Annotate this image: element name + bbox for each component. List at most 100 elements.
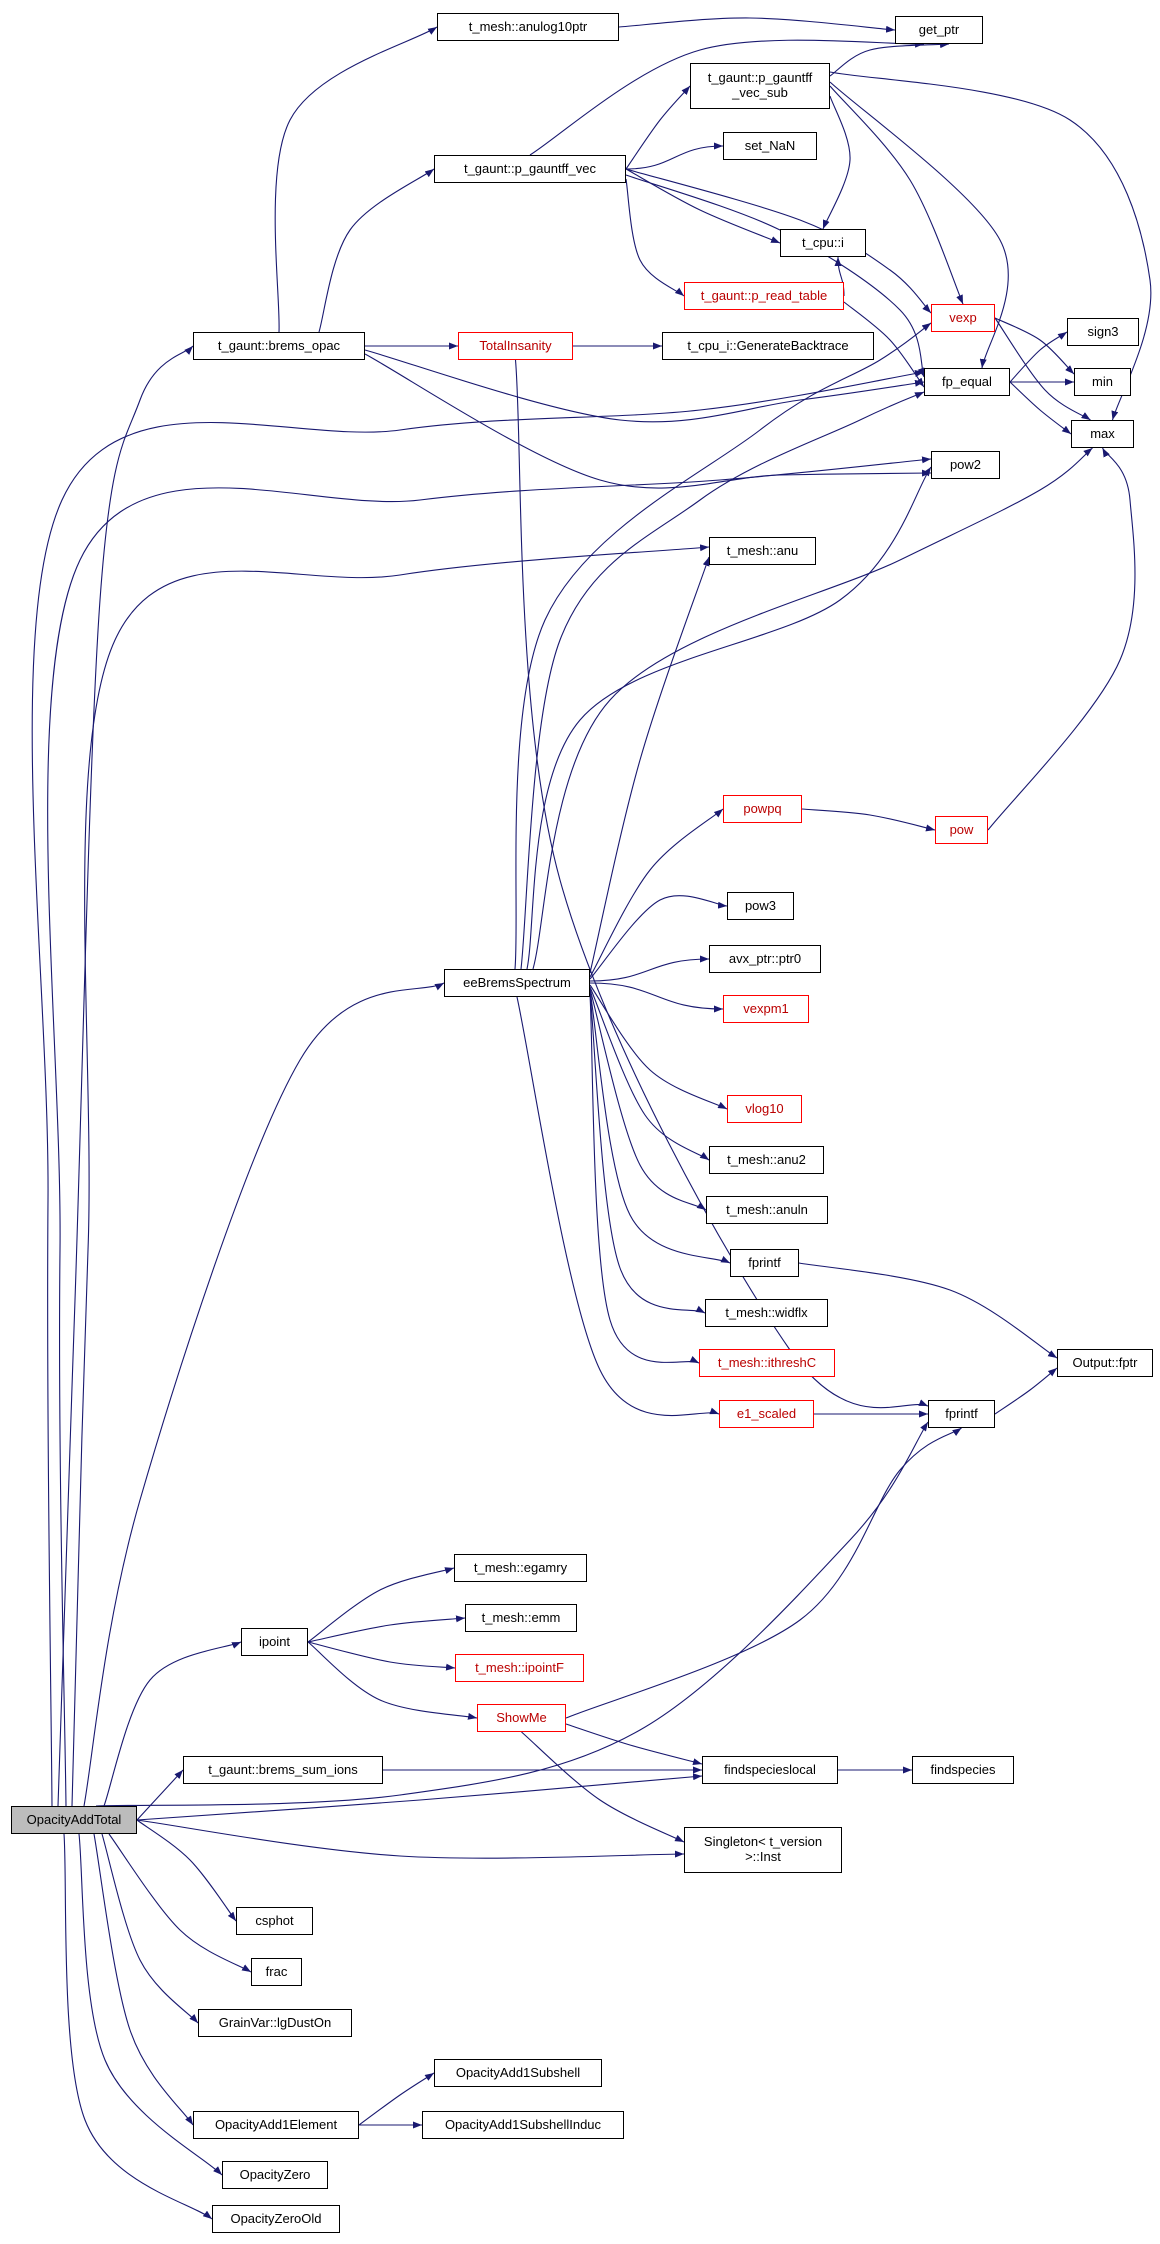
node-pow3[interactable]: pow3 [727,892,794,920]
node-widflx[interactable]: t_mesh::widflx [705,1299,828,1327]
node-opacity-add-total[interactable]: OpacityAddTotal [11,1806,137,1834]
node-opacity-zero-old[interactable]: OpacityZeroOld [212,2205,340,2233]
edge-opacity-add-total-to-frac [108,1833,252,1973]
edge-ipoint-to-show-me [307,1641,478,1720]
edge-opacity-add1-element-to-opacity-add1-subshell [358,2072,435,2126]
node-total-insanity[interactable]: TotalInsanity [458,332,573,360]
node-pow[interactable]: pow [935,816,988,844]
edge-p-gauntff-vec-sub-to-fp-equal [829,81,1009,369]
node-fp-equal[interactable]: fp_equal [924,368,1010,396]
edge-opacity-add-total-to-anu [71,544,710,1807]
edge-ee-brems-spectrum-to-fprintf-1 [589,990,731,1264]
node-fprintf-2[interactable]: fprintf [928,1400,995,1428]
node-anuln[interactable]: t_mesh::anuln [706,1196,828,1224]
node-brems-opac[interactable]: t_gaunt::brems_opac [193,332,365,360]
edge-ee-brems-spectrum-to-pow2 [526,466,932,970]
edge-opacity-add-total-to-csphot [136,1819,237,1922]
node-findspecies[interactable]: findspecies [912,1756,1014,1784]
edge-opacity-add-total-to-brems-sum-ions [136,1769,184,1821]
edge-p-gauntff-vec-to-p-read-table [625,178,685,297]
node-vexpm1[interactable]: vexpm1 [723,995,809,1023]
edge-fp-equal-to-max [1009,381,1072,435]
edge-opacity-add-total-to-fp-equal [31,370,925,1807]
node-opacity-add1-subshell[interactable]: OpacityAdd1Subshell [434,2059,602,2087]
edge-pow-to-max [987,447,1136,831]
node-set-nan[interactable]: set_NaN [723,132,817,160]
node-t-cpu-i[interactable]: t_cpu::i [780,229,866,257]
edge-opacity-add-total-to-ipoint [103,1641,242,1807]
edge-opacity-add-total-to-lg-dust-on [101,1833,199,2024]
node-show-me[interactable]: ShowMe [477,1704,566,1732]
node-p-gauntff-vec[interactable]: t_gaunt::p_gauntff_vec [434,155,626,183]
node-anu2[interactable]: t_mesh::anu2 [709,1146,824,1174]
node-emm[interactable]: t_mesh::emm [465,1604,577,1632]
edge-ee-brems-spectrum-to-anu2 [589,986,710,1161]
edge-ipoint-to-ipoint-f [307,1641,456,1671]
edge-p-gauntff-vec-to-set-nan [625,142,724,170]
edge-fprintf-2-to-output-fptr [994,1367,1058,1415]
node-egamry[interactable]: t_mesh::egamry [454,1554,587,1582]
node-opacity-add1-subshell-induc[interactable]: OpacityAdd1SubshellInduc [422,2111,624,2139]
node-min[interactable]: min [1074,368,1131,396]
edge-ee-brems-spectrum-to-anuln [589,988,707,1211]
node-brems-sum-ions[interactable]: t_gaunt::brems_sum_ions [183,1756,383,1784]
node-p-gauntff-vec-sub[interactable]: t_gaunt::p_gauntff _vec_sub [690,63,830,109]
node-vlog10[interactable]: vlog10 [727,1095,802,1123]
node-lg-dust-on[interactable]: GrainVar::lgDustOn [198,2009,352,2037]
node-fprintf-1[interactable]: fprintf [730,1249,799,1277]
node-p-read-table[interactable]: t_gaunt::p_read_table [684,282,844,310]
edge-ipoint-to-egamry [307,1567,455,1643]
edge-opacity-add-total-to-singleton-inst [136,1819,685,1859]
edge-brems-opac-to-p-gauntff-vec [318,168,435,333]
edge-vexp-to-max [994,317,1091,421]
edge-p-gauntff-vec-to-t-cpu-i [625,168,781,244]
node-e1-scaled[interactable]: e1_scaled [719,1400,814,1428]
node-generate-backtrace[interactable]: t_cpu_i::GenerateBacktrace [662,332,874,360]
edge-total-insanity-to-fprintf-2 [514,359,929,1409]
node-pow2[interactable]: pow2 [931,451,1000,479]
node-vexp[interactable]: vexp [931,304,995,332]
node-ipoint[interactable]: ipoint [241,1628,308,1656]
edge-show-me-to-fprintf-2 [565,1427,962,1719]
node-findspecieslocal[interactable]: findspecieslocal [702,1756,838,1784]
node-output-fptr[interactable]: Output::fptr [1057,1349,1153,1377]
edge-vexp-to-min [994,317,1075,375]
edge-p-gauntff-vec-to-get-ptr [529,39,925,156]
edge-opacity-add-total-to-opacity-zero [78,1833,223,2176]
edge-opacity-add-total-to-ee-brems-spectrum [83,982,445,1807]
edge-opacity-add-total-to-pow2 [47,456,932,1807]
node-ptr0[interactable]: avx_ptr::ptr0 [709,945,821,973]
edge-show-me-to-findspecieslocal [565,1723,703,1766]
node-anu[interactable]: t_mesh::anu [709,537,816,565]
node-get-ptr[interactable]: get_ptr [895,16,983,44]
edge-ee-brems-spectrum-to-anu [589,556,710,974]
edge-opacity-add-total-to-opacity-add1-element [93,1833,194,2126]
node-sign3[interactable]: sign3 [1067,318,1139,346]
edge-opacity-add-total-to-brems-opac [57,345,194,1807]
edge-ee-brems-spectrum-to-vlog10 [589,984,728,1110]
edge-opacity-add-total-to-findspecieslocal [136,1773,703,1821]
node-frac[interactable]: frac [251,1958,302,1986]
edge-p-gauntff-vec-to-p-gauntff-vec-sub [625,85,691,170]
node-csphot[interactable]: csphot [236,1907,313,1935]
node-anulog10ptr[interactable]: t_mesh::anulog10ptr [437,13,619,41]
edge-p-gauntff-vec-sub-to-max [829,71,1152,421]
node-ipoint-f[interactable]: t_mesh::ipointF [455,1654,584,1682]
edge-show-me-to-singleton-inst [521,1731,685,1843]
edge-fp-equal-to-sign3 [1009,331,1068,383]
edge-p-gauntff-vec-sub-to-get-ptr [829,41,950,77]
node-ithresh-c[interactable]: t_mesh::ithreshC [699,1349,835,1377]
edge-anulog10ptr-to-get-ptr [618,17,896,33]
node-opacity-zero[interactable]: OpacityZero [222,2161,328,2189]
node-singleton-inst[interactable]: Singleton< t_version >::Inst [684,1827,842,1873]
node-opacity-add1-element[interactable]: OpacityAdd1Element [193,2111,359,2139]
edge-ee-brems-spectrum-to-vexpm1 [589,982,724,1013]
edge-ee-brems-spectrum-to-vexp [514,322,932,970]
edge-ee-brems-spectrum-to-max [532,447,1093,970]
edge-ipoint-to-emm [307,1615,466,1643]
node-max[interactable]: max [1071,420,1134,448]
node-ee-brems-spectrum[interactable]: eeBremsSpectrum [444,969,590,997]
edge-opacity-add-total-to-opacity-zero-old [63,1833,213,2220]
node-powpq[interactable]: powpq [723,795,802,823]
